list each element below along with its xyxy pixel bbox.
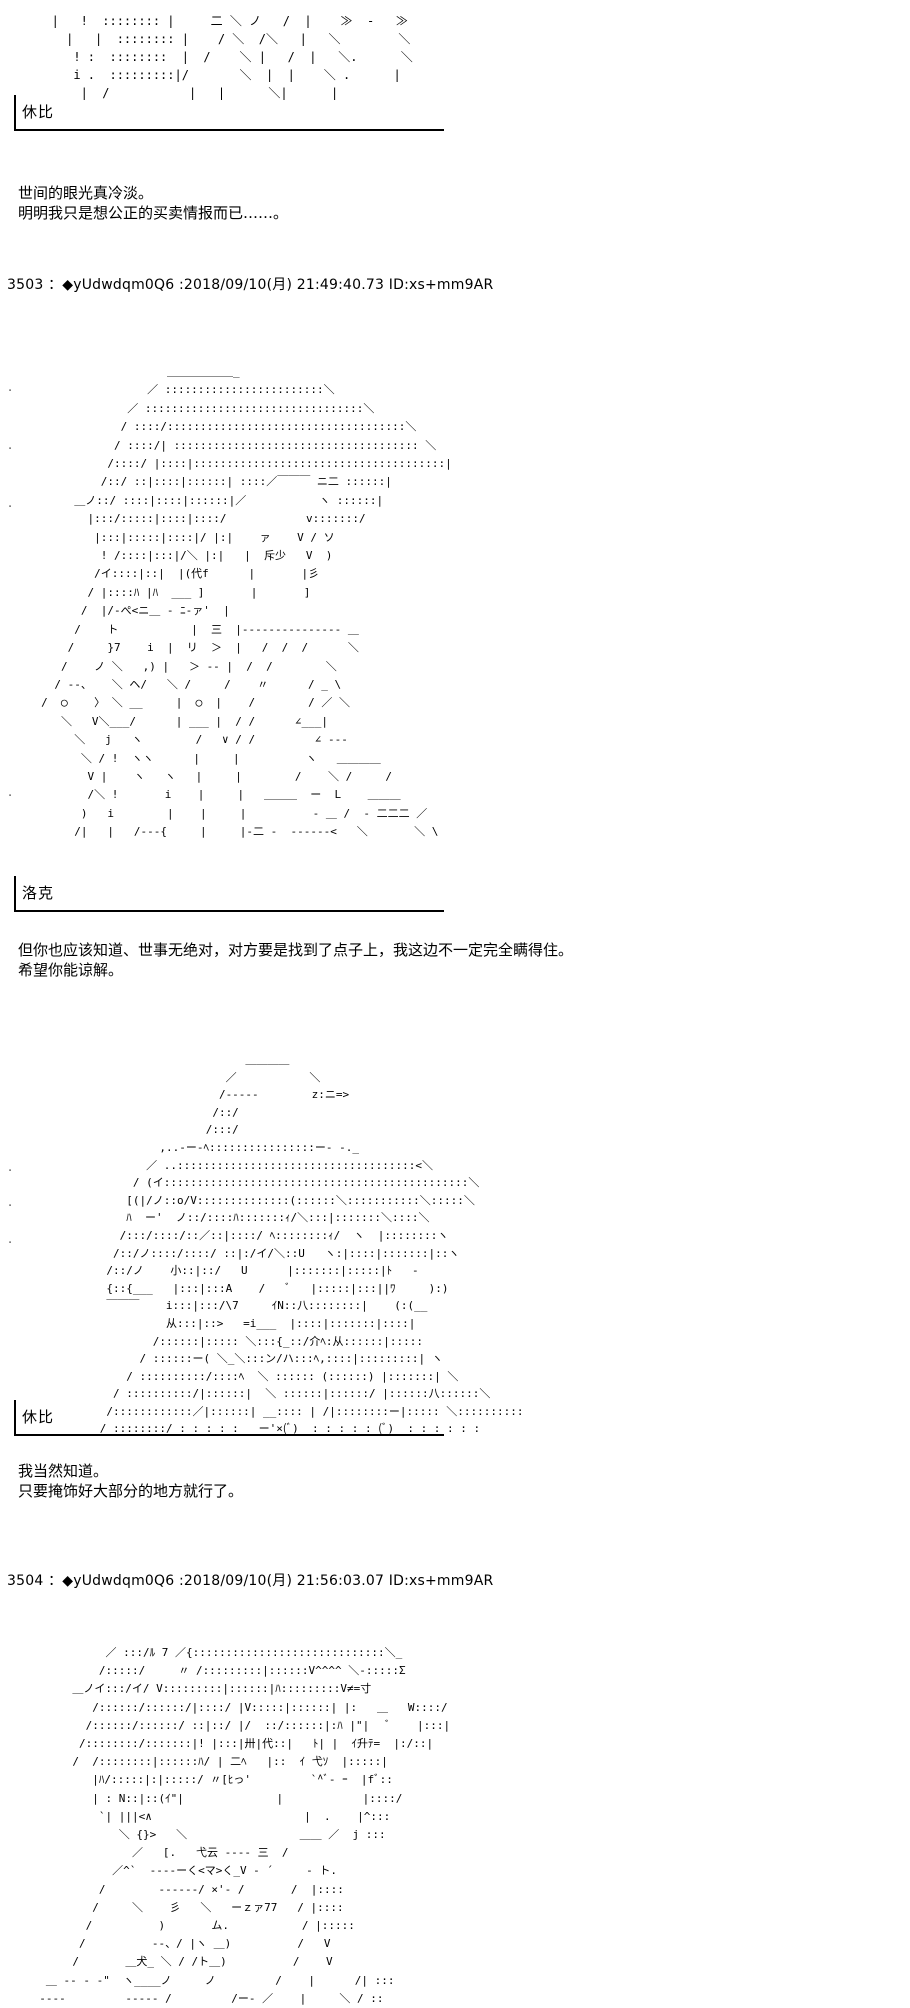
speaker-label-1: 休比 (14, 95, 444, 131)
speaker-bracket (14, 95, 16, 131)
dialog-text-3: 我当然知道。 只要掩饰好大部分的地方就行了。 (18, 1461, 243, 1501)
margin-dot: . (8, 1160, 13, 1175)
dialog-line: 明明我只是想公正的买卖情报而已……。 (18, 204, 289, 222)
speaker-underline (14, 1434, 444, 1436)
dialog-text-1: 世间的眼光真冷淡。 明明我只是想公正的买卖情报而已……。 (18, 183, 288, 223)
margin-dot: . (8, 785, 13, 800)
speaker-underline (14, 129, 444, 131)
dialog-line: 但你也应该知道、世事无绝对，对方要是找到了点子上，我这边不一定完全瞒得住。 (18, 941, 574, 959)
speaker-name: 洛克 (22, 884, 55, 902)
margin-dot: . (8, 496, 13, 511)
speaker-bracket (14, 1400, 16, 1436)
speaker-bracket (14, 876, 16, 912)
speaker-label-2: 洛克 (14, 876, 444, 912)
ascii-art-figure-2: ＿＿＿＿ ／ ＼ /‐‐‐‐‐ z:ニ=> /::/ /:::/ ,..-ー‐ﾍ… (99, 1053, 524, 1436)
speaker-name: 休比 (22, 103, 55, 121)
dialog-line: 希望你能谅解。 (18, 961, 124, 979)
ascii-art-top-fragment: | ! :::::::: | 二 ＼ ノ / | ≫ - ≫ | | :::::… (51, 14, 413, 100)
post-header-3503: 3503 ：◆yUdwdqm0Q6 :2018/09/10(月) 21:49:4… (7, 277, 494, 293)
dialog-line: 世间的眼光真冷淡。 (18, 184, 154, 202)
margin-dot: . (8, 438, 13, 453)
margin-dot: . (8, 1232, 13, 1247)
dialog-line: 只要掩饰好大部分的地方就行了。 (18, 1482, 244, 1500)
speaker-name: 休比 (22, 1408, 55, 1426)
margin-dot: . (8, 380, 13, 395)
dialog-line: 我当然知道。 (18, 1462, 109, 1480)
ascii-art-figure-1: ＿＿＿＿＿＿_ ／ ::::::::::::::::::::::::＼ ／ ::… (41, 365, 452, 839)
post-header-3504: 3504 ：◆yUdwdqm0Q6 :2018/09/10(月) 21:56:0… (7, 1573, 494, 1589)
speaker-underline (14, 910, 444, 912)
margin-dot: . (8, 1195, 13, 1210)
ascii-art-figure-3: ／ :::/ﾙ 7 ／{::::::::::::::::::::::::::::… (39, 1646, 451, 2005)
speaker-label-3: 休比 (14, 1400, 444, 1436)
dialog-text-2: 但你也应该知道、世事无绝对，对方要是找到了点子上，我这边不一定完全瞒得住。 希望… (18, 940, 573, 980)
